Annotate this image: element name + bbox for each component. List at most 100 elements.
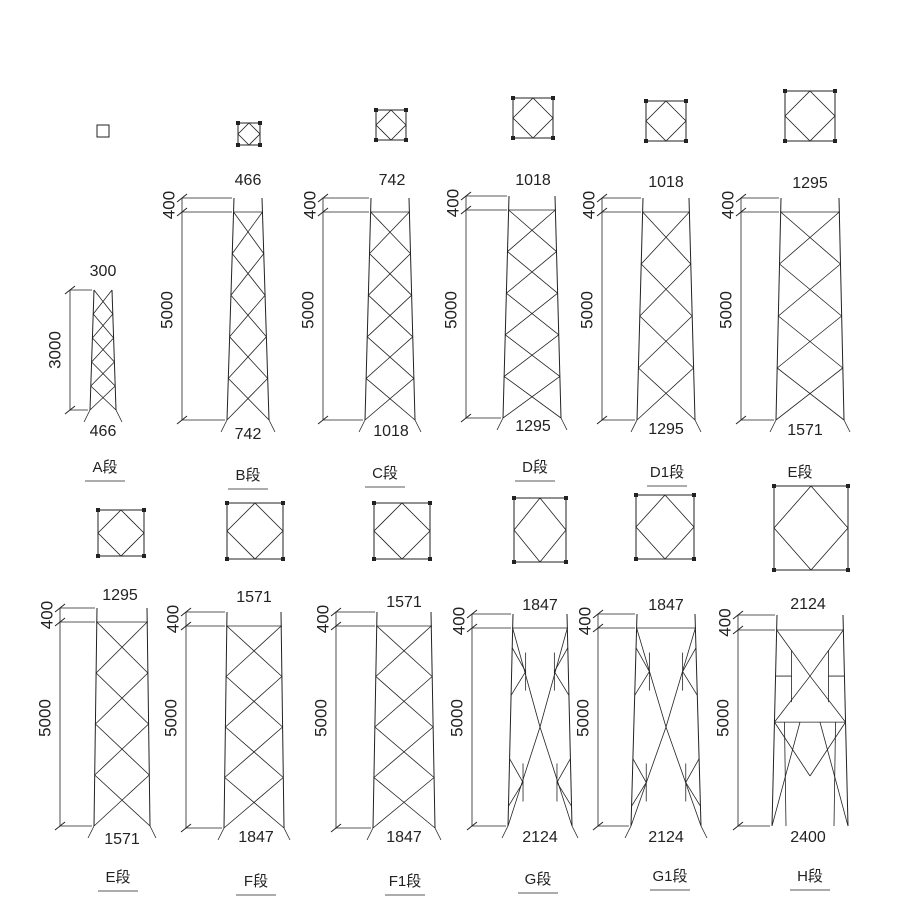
plan-outline [512,97,554,139]
bottom-width-label: 2124 [648,829,684,846]
leg-extension [700,825,708,839]
plan-diaphragm [226,502,284,560]
plan-corner-marker [772,484,776,488]
dimension-tick [735,207,747,217]
dimension-tick [176,207,188,217]
segment-height-label: 5000 [311,699,330,737]
dimension-tick [54,603,66,613]
main-brace [776,629,811,677]
plan-corner-marker [783,139,787,143]
cross-brace [640,211,690,265]
main-brace [819,722,849,827]
secondary-brace [509,758,524,783]
cross-brace [639,263,692,317]
secondary-brace [634,671,650,696]
cross-brace [95,672,149,725]
secondary-brace [511,647,526,672]
cross-brace [779,263,842,317]
plan-outline [96,124,110,138]
plan-diaphragm [773,485,849,571]
main-brace [539,627,568,728]
leg-extension [496,417,504,431]
cross-brace [96,621,149,674]
plan-corner-marker [511,136,515,140]
cross-brace [233,211,265,254]
leg-extension [624,825,632,839]
plan-corner-marker [511,96,515,100]
segment-height-label: 3000 [45,331,64,369]
cross-brace [224,777,285,829]
secondary-brace [556,758,571,783]
dimension-tick [176,415,188,425]
dimension-tick [180,823,192,833]
plan-diaphragm [513,497,567,563]
segment-height-label: 5000 [441,291,460,329]
plan-outline [773,485,849,571]
leg-extension [217,827,225,841]
cross-brace [505,334,561,377]
segment-name: A段 [92,459,117,476]
plan-diaphragm [373,502,431,560]
dimension-tick [592,623,604,633]
dimension-tick [732,625,744,635]
leg-extension [283,827,291,841]
cross-brace [376,625,433,677]
top-width-label: 1847 [648,597,684,614]
cross-brace [89,385,116,411]
plan-corner-marker [692,557,696,561]
top-width-label: 1847 [522,597,558,614]
leg-extension [268,419,276,433]
plan-outline [513,497,567,563]
plan-corner-marker [281,501,285,505]
cross-brace [778,315,844,369]
cross-brace [638,367,696,421]
cross-brace [90,361,115,387]
cross-brace [92,313,114,339]
dimension-tick [460,413,472,423]
dimension-tick [732,610,744,620]
cross-brace [93,289,114,315]
secondary-brace [682,671,698,696]
top-width-label: 2124 [790,596,826,613]
leg-extension [149,825,157,839]
segment-name: D1段 [650,464,684,481]
leg-extension [630,419,638,433]
bottom-width-label: 1571 [104,831,140,848]
dimension-tick [180,607,192,617]
plan-corner-marker [374,108,378,112]
bottom-width-label: 1295 [648,421,684,438]
plan-outline [226,502,284,560]
cross-brace [226,625,283,677]
main-brace [665,627,696,728]
secondary-brace [508,782,524,807]
plan-diaphragm [237,122,261,146]
plan-corner-marker [692,493,696,497]
secondary-brace [635,647,650,672]
cross-brace [375,625,432,677]
cross-brace [92,289,113,315]
plan-corner-marker [512,560,516,564]
main-brace [771,722,801,827]
cross-brace [92,313,114,339]
plan-corner-marker [96,508,100,512]
top-width-label: 1571 [386,594,422,611]
segment-height-label: 5000 [157,291,176,329]
cross-brace [503,334,559,377]
plan-corner-marker [281,557,285,561]
cross-brace [506,251,557,294]
main-brace [809,675,846,723]
cap-height-label: 400 [575,607,594,635]
cross-brace [779,211,840,265]
tower-leg-right [280,611,285,829]
segment-name: B段 [235,467,260,484]
cross-brace [373,777,436,829]
main-brace [665,726,702,827]
bottom-width-label: 2124 [522,829,558,846]
cross-brace [225,676,283,728]
plan-diaphragm [635,494,695,560]
